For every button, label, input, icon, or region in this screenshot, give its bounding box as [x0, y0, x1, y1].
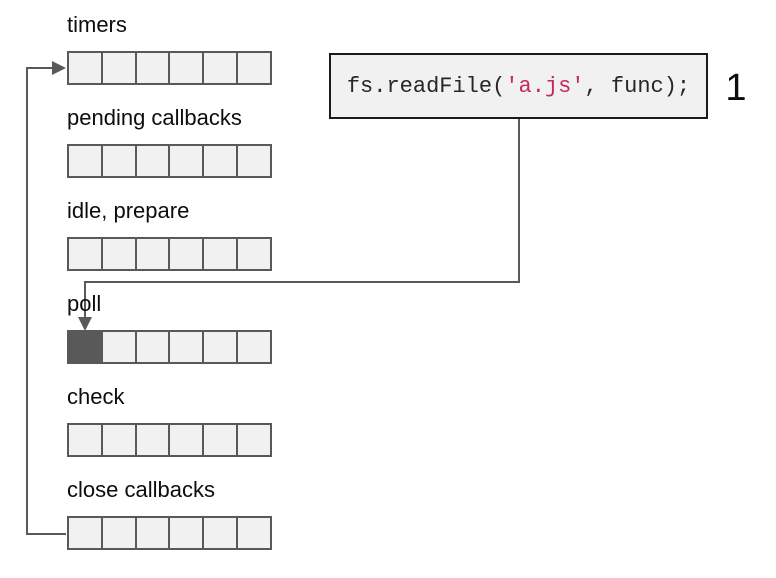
queue-cell: [69, 239, 103, 269]
queue-cell: [170, 239, 205, 269]
queue-cell: [102, 425, 137, 455]
queue-cell: [136, 53, 171, 83]
code-suffix: , func);: [584, 73, 691, 99]
phase-label: idle, prepare: [67, 198, 190, 223]
code-string-arg: 'a.js': [505, 73, 585, 99]
code-text: fs.readFile('a.js', func);: [347, 74, 690, 99]
queue-cell: [238, 53, 270, 83]
phase-section: poll: [67, 290, 272, 364]
queue-cell: [69, 518, 103, 548]
phase-label: timers: [67, 12, 127, 37]
loopback-line: [26, 67, 66, 535]
queue-cell: [204, 239, 239, 269]
queue-cell: [204, 332, 239, 362]
queue-cell: [238, 239, 270, 269]
queue-cell: [170, 518, 205, 548]
queue-cell: [170, 53, 205, 83]
queue-cell: [170, 425, 205, 455]
queue-cell: [136, 146, 171, 176]
queue-cell: [238, 425, 270, 455]
arrowhead-right-icon: [52, 61, 66, 75]
queue-cell: [69, 53, 103, 83]
queue-cell: [136, 239, 171, 269]
queue-cell: [170, 146, 205, 176]
code-to-poll-line: [84, 119, 520, 318]
step-number-label: 1: [725, 67, 747, 109]
queue-cell: [238, 146, 270, 176]
queue-cell: [102, 518, 137, 548]
queue-cell: [102, 239, 137, 269]
phase-queue-row: [67, 516, 272, 550]
phase-queue-row: [67, 330, 272, 364]
queue-cell: [204, 518, 239, 548]
phase-queue-row: [67, 237, 272, 271]
phase-queue-row: [67, 144, 272, 178]
queue-cell: [238, 332, 270, 362]
phase-queue-row: [67, 51, 272, 85]
queue-cell: [136, 518, 171, 548]
code-prefix: fs.readFile(: [346, 73, 506, 99]
phase-list: timers pending callbacks idle, prepare p…: [67, 11, 272, 569]
code-box: fs.readFile('a.js', func);: [329, 53, 708, 119]
phase-label: poll: [67, 291, 102, 316]
queue-cell: [69, 146, 103, 176]
queue-cell: [170, 332, 205, 362]
queue-cell: [136, 332, 171, 362]
phase-label: close callbacks: [67, 477, 215, 502]
phase-queue-row: [67, 423, 272, 457]
arrowhead-down-icon: [78, 317, 92, 331]
queue-cell: [136, 425, 171, 455]
phase-section: pending callbacks: [67, 104, 272, 178]
phase-section: timers: [67, 11, 272, 85]
queue-cell-filled: [69, 332, 103, 362]
queue-cell: [238, 518, 270, 548]
queue-cell: [102, 53, 137, 83]
queue-cell: [102, 332, 137, 362]
queue-cell: [204, 146, 239, 176]
queue-cell: [102, 146, 137, 176]
phase-label: check: [67, 384, 125, 409]
phase-section: close callbacks: [67, 476, 272, 550]
phase-label: pending callbacks: [67, 105, 242, 130]
phase-section: idle, prepare: [67, 197, 272, 271]
queue-cell: [69, 425, 103, 455]
queue-cell: [204, 425, 239, 455]
phase-section: check: [67, 383, 272, 457]
queue-cell: [204, 53, 239, 83]
